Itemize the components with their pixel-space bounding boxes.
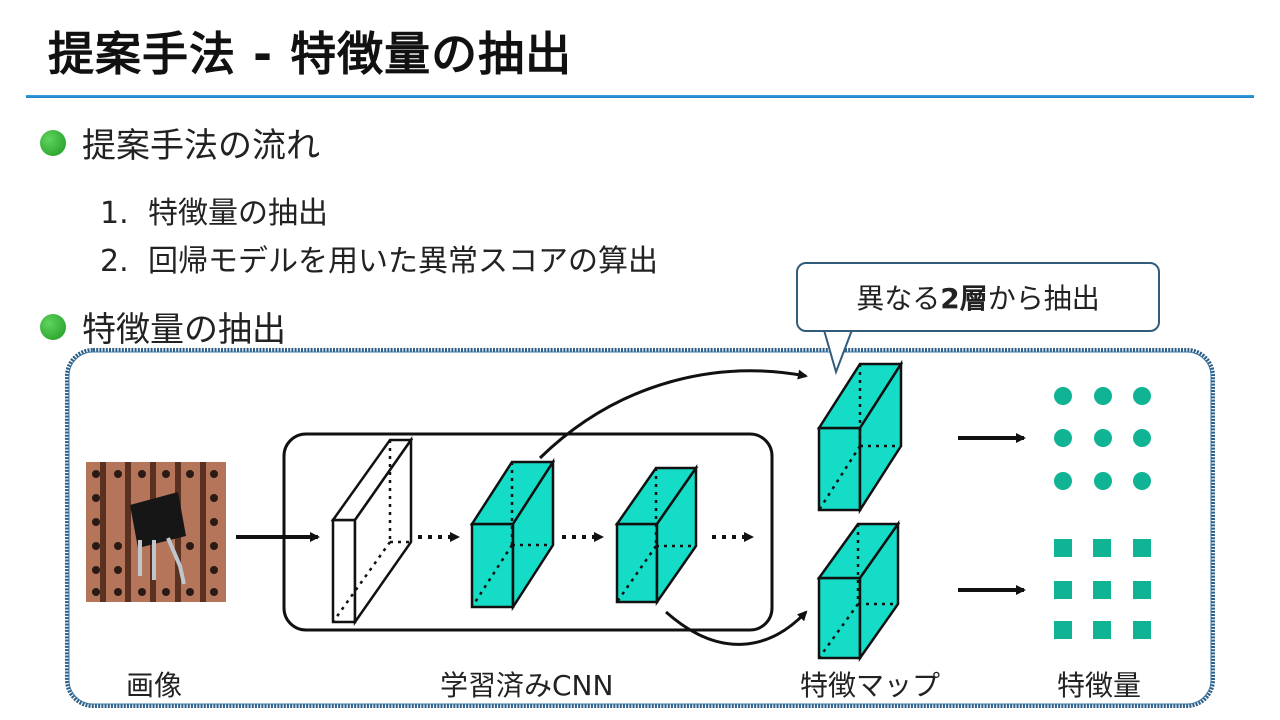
- cnn-layer-2: [469, 457, 556, 612]
- step-text: 回帰モデルを用いた異常スコアの算出: [148, 244, 658, 279]
- step-number: 2.: [100, 244, 129, 279]
- label-image: 画像: [126, 669, 183, 702]
- cnn-layer-1: [330, 436, 414, 626]
- bullet-text: 特徴量の抽出: [82, 310, 286, 350]
- slide-title: 提案手法 - 特徴量の抽出: [48, 27, 573, 81]
- curve-arrow-lower: [665, 610, 808, 646]
- step-text: 特徴量の抽出: [148, 196, 328, 231]
- title-underline: [26, 95, 1254, 98]
- feature-squares: [1054, 539, 1151, 639]
- bullet-proposed-flow: 提案手法の流れ: [40, 118, 320, 167]
- step-number: 1.: [100, 196, 129, 231]
- bullet-text: 提案手法の流れ: [82, 126, 320, 166]
- step-2: 2. 回帰モデルを用いた異常スコアの算出: [100, 236, 658, 280]
- curve-arrow-upper: [538, 369, 808, 460]
- cnn-layer-3: [614, 464, 699, 606]
- callout-pointer: [823, 329, 853, 376]
- bullet-feature-extraction: 特徴量の抽出: [40, 302, 286, 351]
- callout-suffix: から抽出: [987, 282, 1100, 315]
- feature-map-upper: [816, 359, 904, 515]
- cnn-box: [282, 432, 774, 632]
- bullet-dot-icon: [40, 129, 66, 156]
- feature-map-lower: [816, 520, 901, 662]
- callout-prefix: 異なる: [856, 282, 941, 315]
- label-feature: 特徴量: [1057, 669, 1142, 702]
- label-feature-map: 特徴マップ: [800, 669, 941, 702]
- diagram-frame: [65, 348, 1215, 708]
- bullet-dot-icon: [40, 313, 66, 340]
- input-image: [86, 462, 226, 602]
- feature-dots: [1054, 387, 1151, 490]
- step-1: 1. 特徴量の抽出: [100, 188, 328, 232]
- callout-emphasis: 2層: [940, 282, 988, 315]
- label-cnn: 学習済みCNN: [440, 669, 614, 702]
